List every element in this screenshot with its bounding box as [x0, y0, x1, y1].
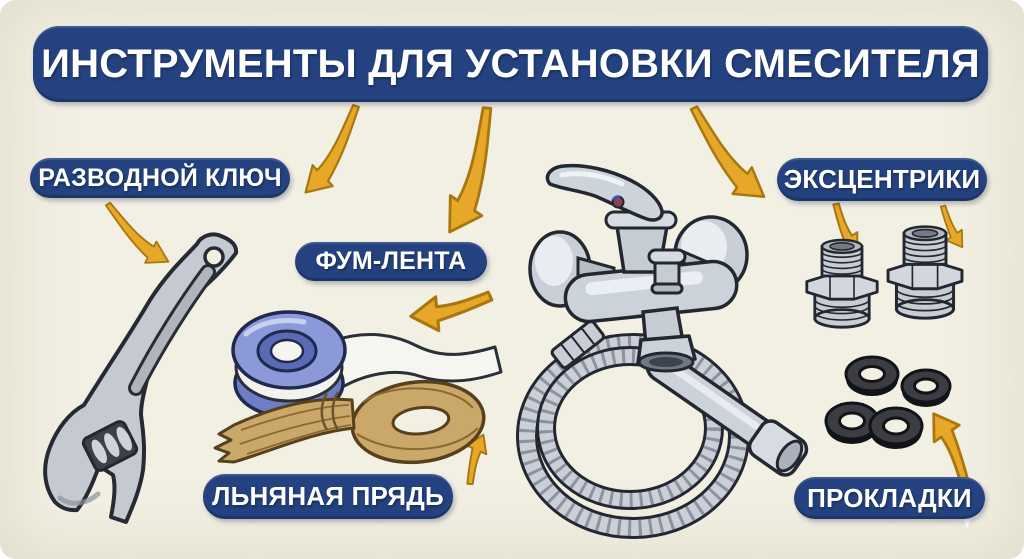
label-flax-strand: ЛЬНЯНАЯ ПРЯДЬ [203, 474, 453, 519]
arrow-title-to-eccentrics-label [689, 95, 767, 210]
label-wrench: РАЗВОДНОЙ КЛЮЧ [30, 158, 290, 198]
arrow-wrench-label-to-wrench [105, 192, 171, 275]
arrow-gaskets-label-to-gaskets [926, 407, 973, 487]
title-banner: ИНСТРУМЕНТЫ ДЛЯ УСТАНОВКИ СМЕСИТЕЛЯ [33, 26, 988, 102]
gaskets-illustration [824, 355, 952, 449]
shower-wand-illustration [645, 349, 809, 477]
fum-tape-illustration [231, 310, 503, 419]
label-eccentrics: ЭКСЦЕНТРИКИ [777, 158, 987, 201]
eccentrics-illustration [805, 225, 964, 329]
arrow-tape-label-to-tape [406, 273, 496, 341]
faucet-illustration [516, 163, 809, 539]
label-gaskets: ПРОКЛАДКИ [794, 477, 985, 519]
shower-hose-illustration [516, 319, 750, 539]
flax-strand-illustration [213, 379, 486, 465]
arrow-title-to-tape-label [446, 104, 493, 236]
wrench-illustration [43, 232, 239, 524]
arrow-title-to-wrench-label [302, 97, 360, 201]
label-fum-tape: ФУМ-ЛЕНТА [295, 242, 487, 281]
